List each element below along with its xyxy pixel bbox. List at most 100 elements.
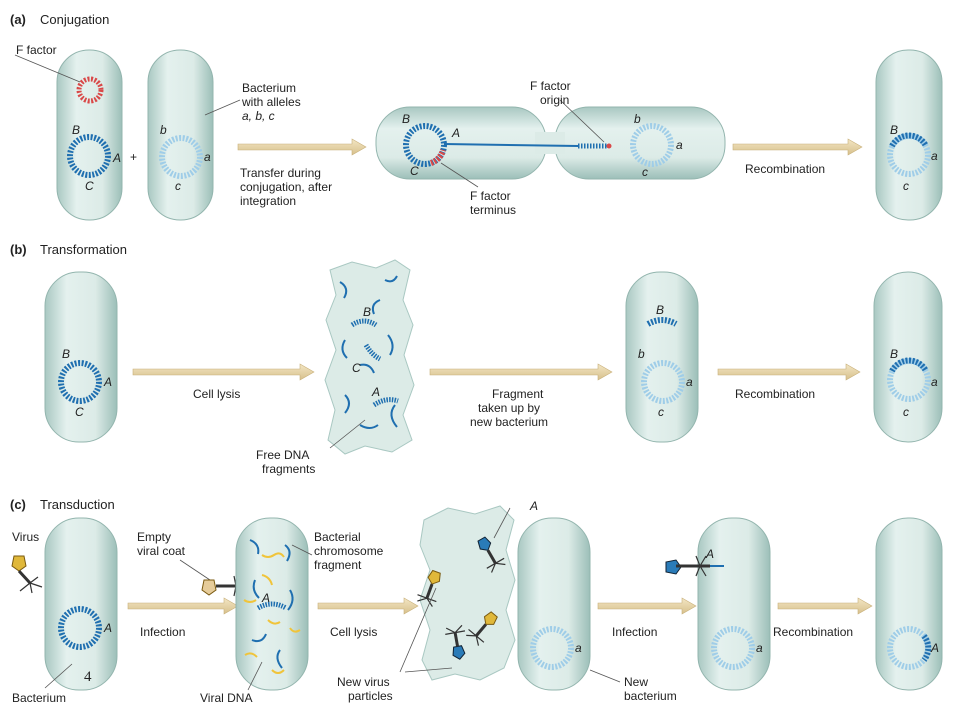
allele-A: A [112,151,121,165]
allele-a-new: a [575,641,582,655]
bacterium-alleles-line-2: with alleles [241,95,301,109]
allele-A-result-c: A [930,641,939,655]
new-bacterium-line-1: New [624,675,648,689]
allele-A-b: A [103,375,112,389]
transferring-dna [443,143,579,147]
arrow-cell-lysis-b [132,363,315,381]
fragment-allele-B: B [363,305,371,319]
viral-dna-label: Viral DNA [200,691,252,705]
allele-C-b: C [75,405,84,419]
free-dna-line-2: fragments [262,462,315,476]
chromosome-fragment-line-1: Bacterial [314,530,361,544]
arrow-recombination-b [717,363,861,381]
allele-a-result-a: a [931,149,938,163]
allele-a-result-b: a [931,375,938,389]
chromosome-fragment-line-3: fragment [314,558,362,572]
cell-lysis-label-b: Cell lysis [193,387,240,401]
allele-B-uptake: B [656,303,664,317]
allele-a: a [204,150,211,164]
empty-coat-line-2: viral coat [137,544,186,558]
allele-b-recipient: b [638,347,645,361]
uptake-line-3: new bacterium [470,415,548,429]
chromosome-fragment-line-2: chromosome [314,544,384,558]
new-bacterium-line-2: bacterium [624,689,677,703]
recombinant-bacterium-b [873,271,943,443]
recipient-chromosome-b [641,360,685,404]
virus-icon [11,555,43,594]
f-factor-label: F factor [16,43,57,57]
transfer-line-1: Transfer during [240,166,321,180]
virus-label: Virus [12,530,39,544]
panel-b-title: Transformation [40,242,127,257]
allele-c-recipient: c [658,405,664,419]
f-origin-line-2: origin [540,93,569,107]
transduced-chromosome [711,626,755,670]
donor-bacterium-b [44,271,118,443]
viral-dna-strands [243,552,301,674]
arrow-uptake [429,363,613,381]
uptake-line-2: taken up by [478,401,540,415]
allele-a-recipient: a [686,375,693,389]
fragment-allele-C: C [352,361,361,375]
arrow-recombination-c [777,597,873,615]
page-number: 4 [84,669,92,685]
recipient-bacterium [147,49,214,221]
allele-c-result-b: c [903,405,909,419]
f-origin-line-1: F factor [530,79,571,93]
recipient-bacterium-b [625,271,699,443]
infection-label-2: Infection [612,625,657,639]
bacterium-label-c: Bacterium [12,691,66,705]
allele-B-b: B [62,347,70,361]
lysed-cell [324,259,415,455]
allele-B-result-a: B [890,123,898,137]
allele-A-conj: A [451,126,460,140]
recipient-chromosome-conjugating [630,123,674,167]
allele-a-transduced: a [756,641,763,655]
new-bacterium-chromosome [530,626,574,670]
plus-sign: + [130,150,137,164]
allele-C: C [85,179,94,193]
f-terminus-line-2: terminus [470,203,516,217]
cell-lysis-label-c: Cell lysis [330,625,377,639]
conjugation-bridge [535,132,565,154]
allele-c-result-a: c [903,179,909,193]
recombination-label-a: Recombination [745,162,825,176]
allele-b: b [160,123,167,137]
allele-B-result-b: B [890,347,898,361]
allele-c: c [175,179,181,193]
fragment-allele-A: A [371,385,380,399]
allele-B: B [72,123,80,137]
recombinant-chromosome-a [887,133,931,177]
panel-c-title: Transduction [40,497,115,512]
allele-A-host: A [103,621,112,635]
allele-C-conj: C [410,164,419,178]
recipient-chromosome [159,135,203,179]
allele-B-conj: B [402,112,410,126]
host-bacterium [44,517,118,691]
taken-up-fragment [646,317,678,327]
recombination-label-b: Recombination [735,387,815,401]
host-chromosome [58,606,102,650]
f-terminus-line-1: F factor [470,189,511,203]
empty-coat-line-1: Empty [137,530,171,544]
recombination-label-c: Recombination [773,625,853,639]
panel-a-letter: (a) [10,12,26,27]
allele-b-conj: b [634,112,641,126]
new-virus-line-1: New virus [337,675,390,689]
recombinant-chromosome-c [887,626,931,670]
bacterium-alleles-line-1: Bacterium [242,81,296,95]
new-virus-particles [417,536,506,660]
recombinant-chromosome-b [887,358,931,402]
allele-a-conj: a [676,138,683,152]
allele-A-fragment-c: A [261,591,270,605]
arrow-cell-lysis-c [317,597,419,615]
donor-chromosome-b [58,360,102,404]
transducing-virus-icon [665,555,724,577]
allele-A-virus: A [529,499,538,513]
panel-c-letter: (c) [10,497,26,512]
uptake-line-1: Fragment [492,387,544,401]
allele-c-conj: c [642,165,648,179]
donor-chromosome [67,134,111,178]
